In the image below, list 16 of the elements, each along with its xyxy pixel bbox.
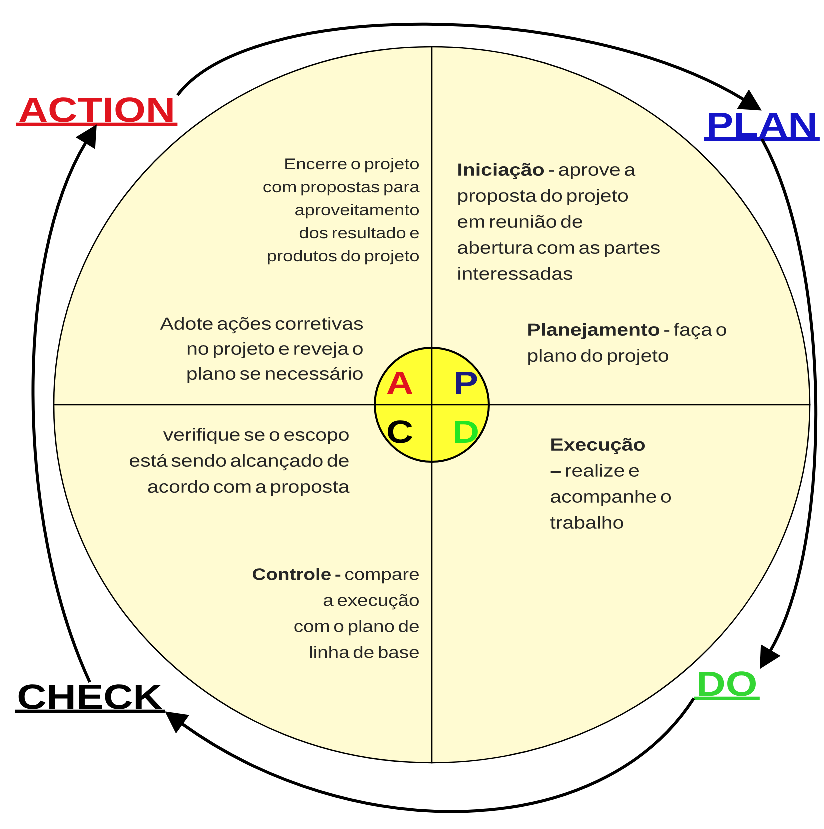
stage-label: ACTION (16, 98, 178, 126)
quadrant-text: Encerre o projeto com propostas para aproveitamento dos resultado e produtos do projeto (264, 158, 420, 265)
center-circle (374, 347, 490, 463)
stage-label: DO (694, 672, 760, 700)
quadrant-text: verifique se o escopo está sendo alcançado de acordo com a proposta (130, 428, 350, 497)
stage-label: PLAN (704, 112, 820, 141)
letter: A (387, 372, 413, 394)
letter: C (388, 420, 412, 444)
quadrant-text: Execução – realize e acompanhe o trabalho (550, 438, 672, 529)
quadrant-text: Planejamento - faça o plano do projeto (528, 323, 726, 366)
quadrant-text: Controle - compare a execução com o plano de linha de base (253, 568, 419, 658)
quadrant-text: Adote ações corretivas no projeto e reveja o plano se necessário (160, 317, 364, 384)
stage-label: CHECK (15, 684, 165, 714)
letter: P (456, 372, 478, 394)
letter: D (455, 421, 478, 443)
quadrant-text: Iniciação - aprove a proposta do projeto em reunião de abertura com as partes interessadas (458, 163, 660, 280)
